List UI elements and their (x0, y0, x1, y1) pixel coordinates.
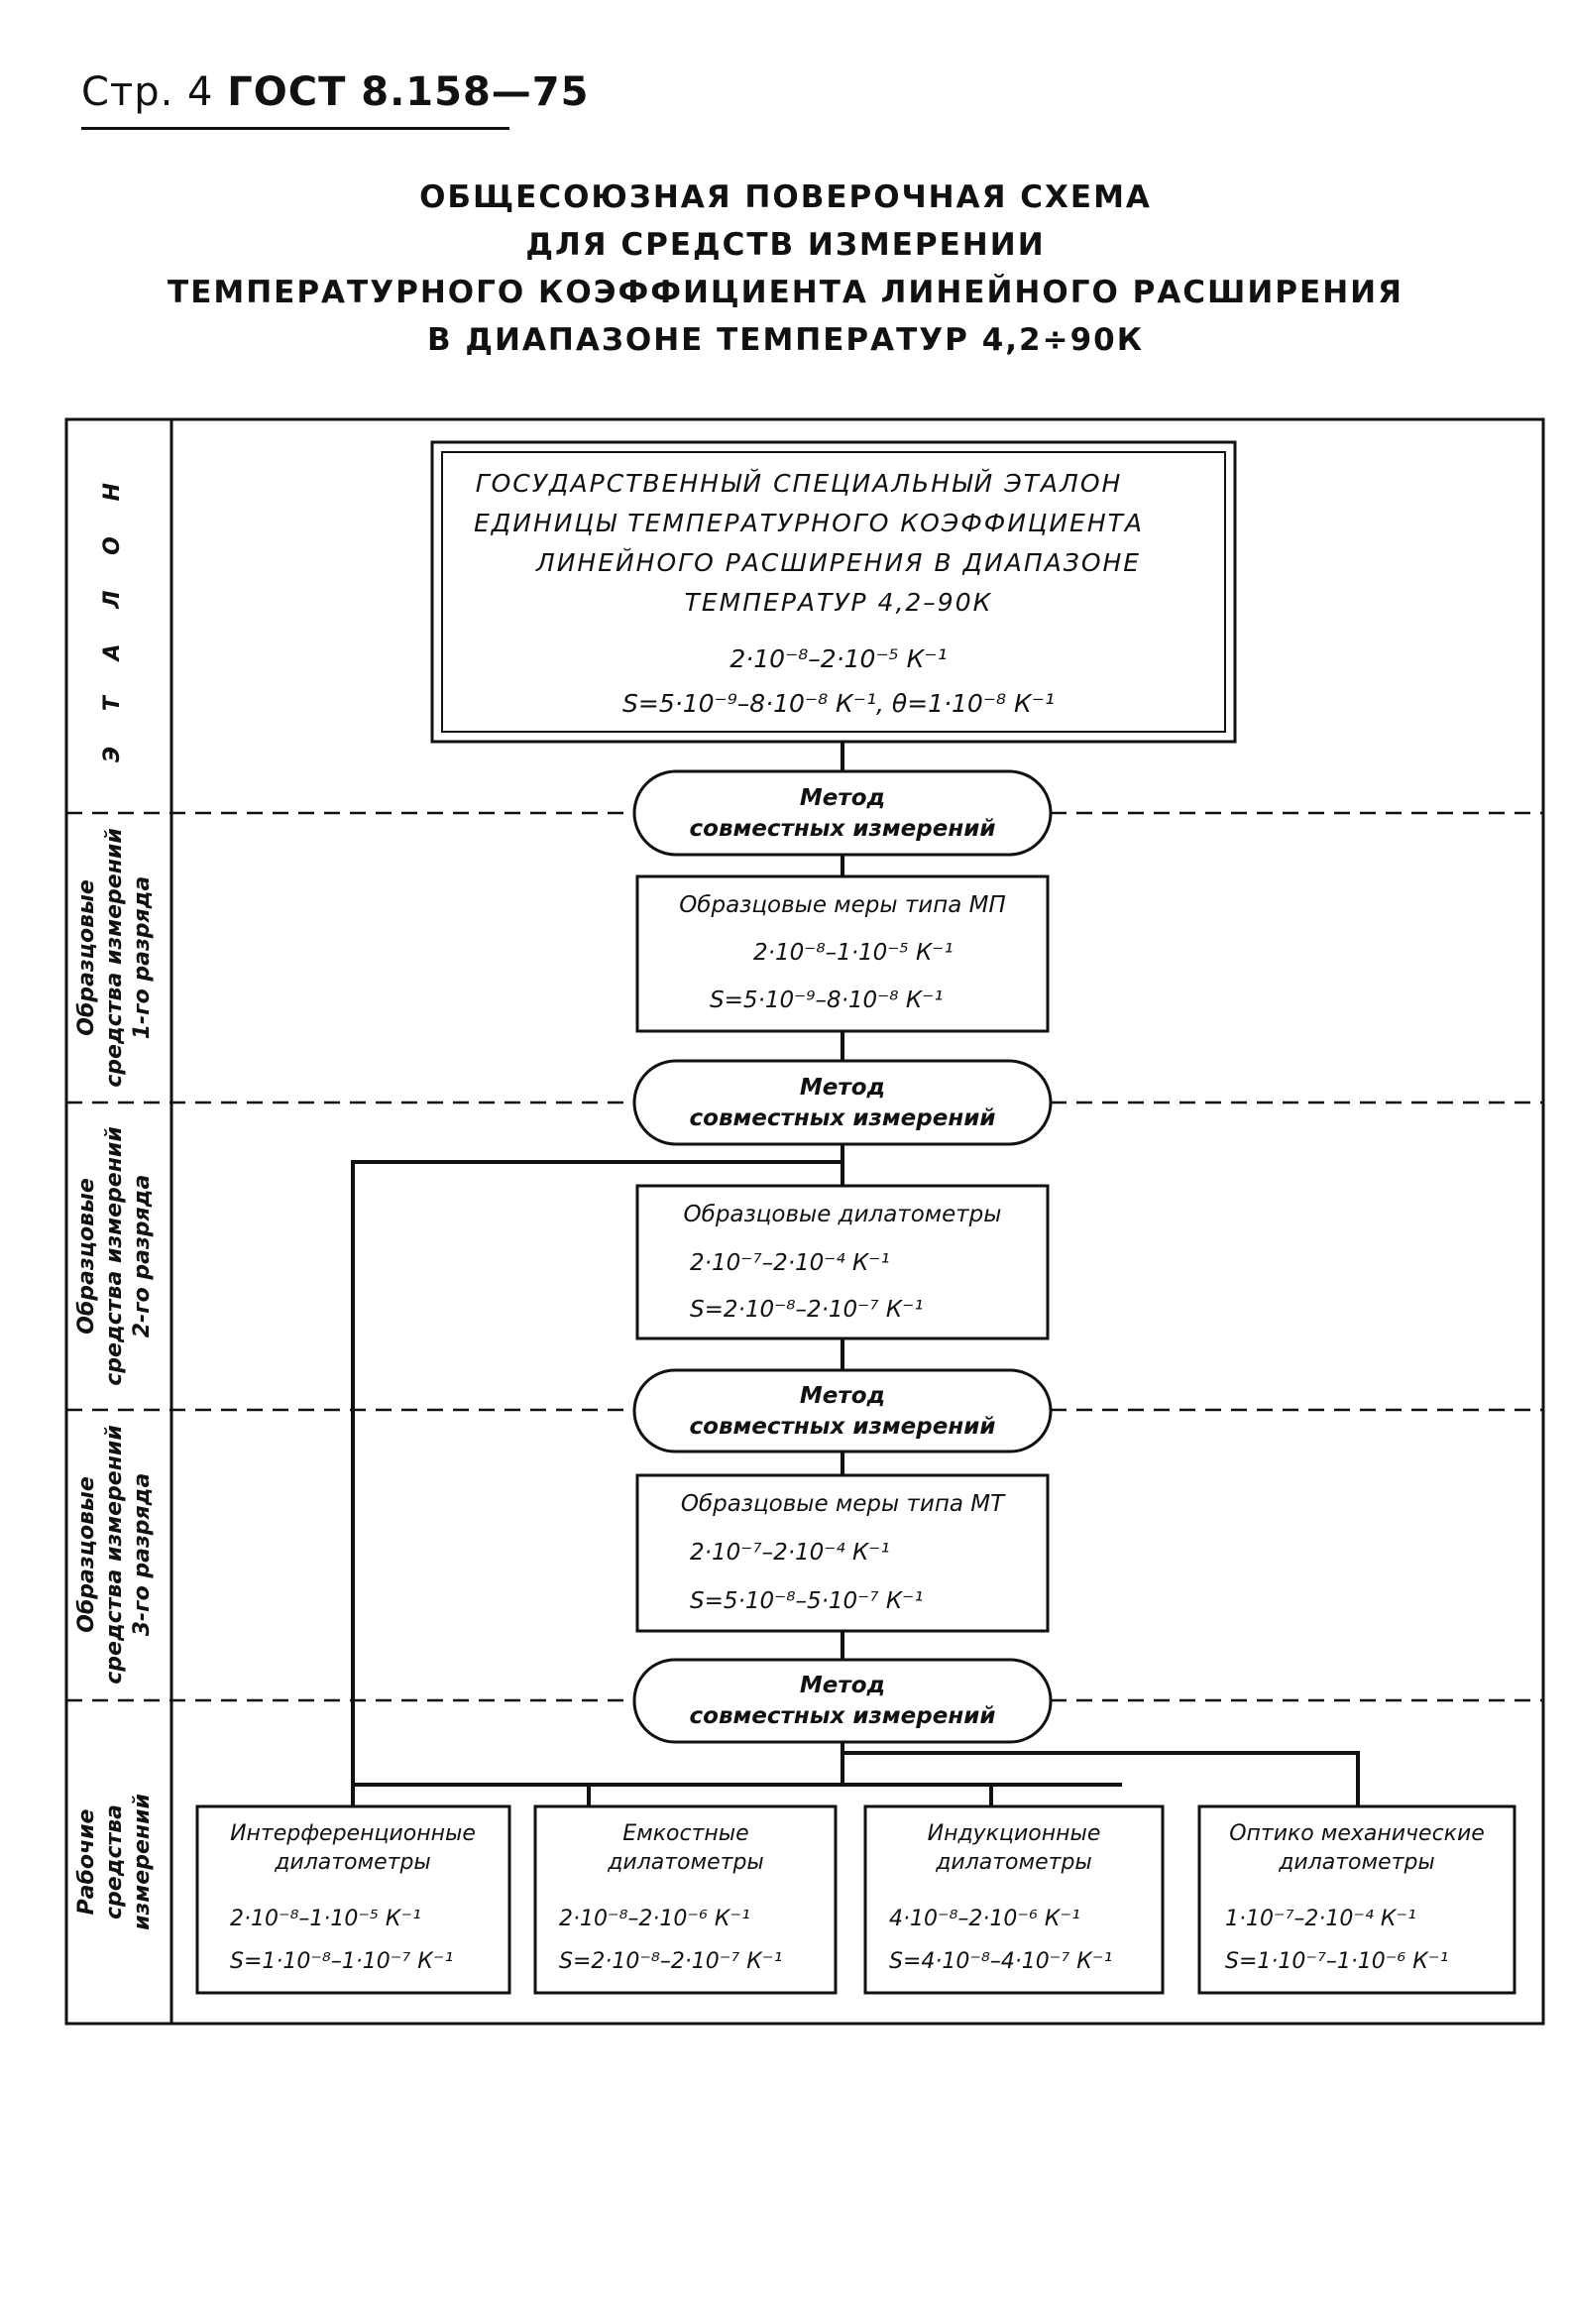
method-pill-1: Метод совместных измерений (632, 769, 1053, 857)
outer-frame (64, 417, 1545, 2026)
working-box-interference: Интерференционные дилатометры 2·10⁻⁸–1·1… (195, 1804, 511, 1995)
working-box-optical-frame (1197, 1804, 1516, 1995)
working-optical-accuracy: S=1·10⁻⁷–1·10⁻⁶ К⁻¹ (1225, 1949, 1448, 1974)
grade2-title: Образцовые дилатометры (684, 1202, 1002, 1227)
row-label-working: Рабочие средства измерений (74, 1794, 155, 1930)
working-capacitive-title1: Емкостные (622, 1821, 748, 1846)
title-line-1: ОБЩЕСОЮЗНАЯ ПОВЕРОЧНАЯ СХЕМА (419, 179, 1152, 215)
working-capacitive-accuracy: S=2·10⁻⁸–2·10⁻⁷ К⁻¹ (559, 1949, 782, 1974)
page-number: Стр. 4 (81, 69, 214, 115)
grade1-box: Образцовые меры типа МП 2·10⁻⁸–1·10⁻⁵ К⁻… (635, 874, 1050, 1033)
working-optical-range: 1·10⁻⁷–2·10⁻⁴ К⁻¹ (1225, 1907, 1416, 1931)
row-label-grade3-line2: средства измерений (102, 1425, 127, 1685)
title-line-4: В ДИАПАЗОНЕ ТЕМПЕРАТУР 4,2÷90К (426, 322, 1145, 358)
title-line-2: ДЛЯ СРЕДСТВ ИЗМЕРЕНИИ (525, 227, 1046, 263)
working-optical-title2: дилатометры (1278, 1850, 1435, 1875)
method-pill-4-line2: совместных измерений (690, 1703, 996, 1729)
working-box-interference-frame (195, 1804, 511, 1995)
grade2-range: 2·10⁻⁷–2·10⁻⁴ К⁻¹ (690, 1250, 890, 1276)
etalon-line-4: ТЕМПЕРАТУР 4,2–90К (685, 588, 993, 617)
grade2-accuracy: S=2·10⁻⁸–2·10⁻⁷ К⁻¹ (690, 1297, 924, 1323)
working-box-capacitive: Емкостные дилатометры 2·10⁻⁸–2·10⁻⁶ К⁻¹ … (533, 1804, 838, 1995)
row-label-grade3: Образцовые средства измерений 3-го разря… (74, 1425, 155, 1685)
working-interference-title1: Интерференционные (230, 1821, 476, 1846)
etalon-line-3: ЛИНЕЙНОГО РАСШИРЕНИЯ В ДИАПАЗОНЕ (535, 548, 1141, 577)
working-capacitive-title2: дилатометры (607, 1850, 764, 1875)
row-label-grade3-line1: Образцовые (74, 1476, 99, 1633)
grade1-range: 2·10⁻⁸–1·10⁻⁵ К⁻¹ (753, 940, 954, 966)
working-interference-title2: дилатометры (274, 1850, 431, 1875)
working-box-optical: Оптико механические дилатометры 1·10⁻⁷–2… (1197, 1804, 1516, 1995)
row-label-grade2: Образцовые средства измерений 2-го разря… (74, 1126, 155, 1386)
grade2-box: Образцовые дилатометры 2·10⁻⁷–2·10⁻⁴ К⁻¹… (635, 1184, 1050, 1340)
grade3-box: Образцовые меры типа МТ 2·10⁻⁷–2·10⁻⁴ К⁻… (635, 1473, 1050, 1633)
title-line-3: ТЕМПЕРАТУРНОГО КОЭФФИЦИЕНТА ЛИНЕЙНОГО РА… (168, 275, 1403, 310)
page-header: Стр. 4 ГОСТ 8.158—75 (81, 69, 589, 115)
method-pill-3-shape (632, 1368, 1053, 1453)
header-rule (81, 127, 509, 130)
method-pill-3-line2: совместных измерений (690, 1414, 996, 1440)
row-label-grade2-line1: Образцовые (74, 1178, 99, 1335)
method-pill-2-line1: Метод (800, 1075, 885, 1101)
method-pill-4-line1: Метод (800, 1673, 885, 1698)
row-label-working-line1: Рабочие (74, 1808, 99, 1915)
etalon-accuracy: S=5·10⁻⁹–8·10⁻⁸ К⁻¹, θ=1·10⁻⁸ К⁻¹ (622, 689, 1055, 718)
working-capacitive-range: 2·10⁻⁸–2·10⁻⁶ К⁻¹ (559, 1907, 750, 1931)
row-label-grade2-line2: средства измерений (102, 1126, 127, 1386)
working-inductive-title2: дилатометры (935, 1850, 1092, 1875)
working-interference-range: 2·10⁻⁸–1·10⁻⁵ К⁻¹ (230, 1907, 421, 1931)
etalon-range: 2·10⁻⁸–2·10⁻⁵ К⁻¹ (729, 644, 947, 673)
working-box-inductive-frame (863, 1804, 1165, 1995)
row-label-grade2-line3: 2-го разряда (130, 1175, 155, 1338)
grade3-box-frame (635, 1473, 1050, 1633)
method-pill-2-line2: совместных измерений (690, 1105, 996, 1131)
method-pill-1-shape (632, 769, 1053, 857)
row-label-grade3-line3: 3-го разряда (130, 1473, 155, 1637)
working-inductive-title1: Индукционные (928, 1821, 1101, 1846)
standard-number: ГОСТ 8.158—75 (227, 69, 590, 115)
grade3-accuracy: S=5·10⁻⁸–5·10⁻⁷ К⁻¹ (690, 1588, 924, 1614)
bypass-to-interference-dilatometers (351, 1160, 842, 1806)
etalon-line-1: ГОСУДАРСТВЕННЫЙ СПЕЦИАЛЬНЫЙ ЭТАЛОН (476, 469, 1123, 498)
method-pill-4-shape (632, 1658, 1053, 1744)
connector-method4-to-optical (841, 1742, 1360, 1806)
working-interference-accuracy: S=1·10⁻⁸–1·10⁻⁷ К⁻¹ (230, 1949, 453, 1974)
method-pill-3-line1: Метод (800, 1383, 885, 1409)
working-inductive-accuracy: S=4·10⁻⁸–4·10⁻⁷ К⁻¹ (889, 1949, 1112, 1974)
working-inductive-range: 4·10⁻⁸–2·10⁻⁶ К⁻¹ (889, 1907, 1080, 1931)
grade1-box-frame (635, 874, 1050, 1033)
working-box-inductive: Индукционные дилатометры 4·10⁻⁸–2·10⁻⁶ К… (863, 1804, 1165, 1995)
grade3-title: Образцовые меры типа МТ (681, 1491, 1006, 1517)
grade1-accuracy: S=5·10⁻⁹–8·10⁻⁸ К⁻¹ (710, 988, 944, 1013)
etalon-box-outer (430, 440, 1237, 744)
row-label-working-line2: средства (102, 1804, 127, 1919)
row-label-etalon: Э Т А Л О Н (100, 469, 125, 762)
method-pill-3: Метод совместных измерений (632, 1368, 1053, 1453)
row-label-grade1: Образцовые средства измерений 1-го разря… (74, 828, 155, 1088)
row-label-working-line3: измерений (130, 1794, 155, 1930)
row-label-grade1-line2: средства измерений (102, 828, 127, 1088)
grade3-range: 2·10⁻⁷–2·10⁻⁴ К⁻¹ (690, 1540, 890, 1566)
grade1-title: Образцовые меры типа МП (679, 892, 1006, 918)
row-label-grade1-line3: 1-го разряда (130, 876, 155, 1040)
method-pill-4: Метод совместных измерений (632, 1658, 1053, 1744)
method-pill-1-line2: совместных измерений (690, 816, 996, 842)
grade2-box-frame (635, 1184, 1050, 1340)
working-optical-title1: Оптико механические (1229, 1821, 1485, 1846)
etalon-line-2: ЕДИНИЦЫ ТЕМПЕРАТУРНОГО КОЭФФИЦИЕНТА (474, 509, 1144, 537)
working-box-capacitive-frame (533, 1804, 838, 1995)
diagram-title: ОБЩЕСОЮЗНАЯ ПОВЕРОЧНАЯ СХЕМА ДЛЯ СРЕДСТВ… (0, 174, 1571, 364)
etalon-box-inner (441, 451, 1226, 733)
method-pill-1-line1: Метод (800, 785, 885, 811)
method-pill-2-shape (632, 1059, 1053, 1146)
method-pill-2: Метод совместных измерений (632, 1059, 1053, 1146)
row-label-grade1-line1: Образцовые (74, 879, 99, 1036)
